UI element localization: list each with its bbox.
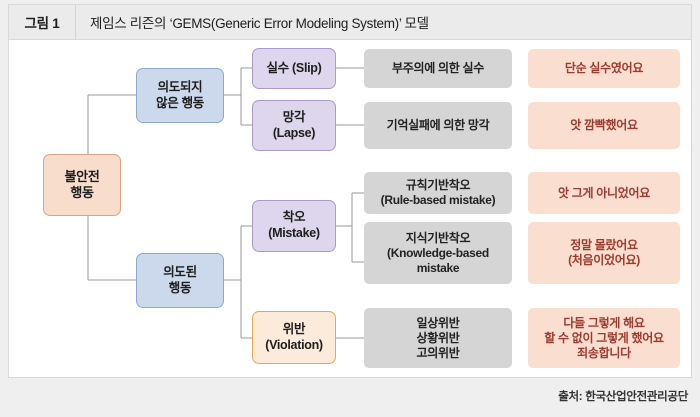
description-violation-types[interactable]: 일상위반 상황위반 고의위반 <box>364 308 512 368</box>
description-memory-lapse[interactable]: 기억실패에 의한 망각 <box>364 102 512 149</box>
figure-source: 출처: 한국산업안전관리공단 <box>558 391 688 403</box>
description-rule-based-mistake[interactable]: 규칙기반착오 (Rule-based mistake) <box>364 172 512 214</box>
figure-number-label: 그림 1 <box>24 16 60 31</box>
figure-title: 제임스 리즌의 ‘GEMS(Generic Error Modeling Sys… <box>90 16 429 31</box>
gems-diagram: 불안전 행동 의도되지 않은 행동 의도된 행동 실수 (Slip) 망각 (L… <box>9 40 691 377</box>
node-lapse[interactable]: 망각 (Lapse) <box>252 100 336 151</box>
figure-header: 그림 1 제임스 리즌의 ‘GEMS(Generic Error Modelin… <box>9 4 691 40</box>
node-slip[interactable]: 실수 (Slip) <box>252 48 336 89</box>
node-unintended-action[interactable]: 의도되지 않은 행동 <box>136 68 224 123</box>
header-divider <box>75 4 76 40</box>
quote-not-that[interactable]: 앗 그게 아니었어요 <box>528 172 680 214</box>
quote-forgot[interactable]: 앗 깜빡했어요 <box>528 102 680 149</box>
quote-everyone-does-it[interactable]: 다들 그렇게 해요 할 수 없이 그렇게 했어요 죄송합니다 <box>528 308 680 368</box>
node-intended-action[interactable]: 의도된 행동 <box>136 253 224 308</box>
description-careless-slip[interactable]: 부주의에 의한 실수 <box>364 49 512 88</box>
quote-did-not-know[interactable]: 정말 몰랐어요 (처음이었어요) <box>528 222 680 284</box>
quote-simple-mistake[interactable]: 단순 실수였어요 <box>528 49 680 88</box>
node-unsafe-behavior[interactable]: 불안전 행동 <box>43 154 121 216</box>
node-violation[interactable]: 위반 (Violation) <box>252 311 336 364</box>
figure-panel: 그림 1 제임스 리즌의 ‘GEMS(Generic Error Modelin… <box>8 4 692 378</box>
node-mistake[interactable]: 착오 (Mistake) <box>252 200 336 252</box>
description-knowledge-based-mistake[interactable]: 지식기반착오 (Knowledge-based mistake <box>364 222 512 284</box>
